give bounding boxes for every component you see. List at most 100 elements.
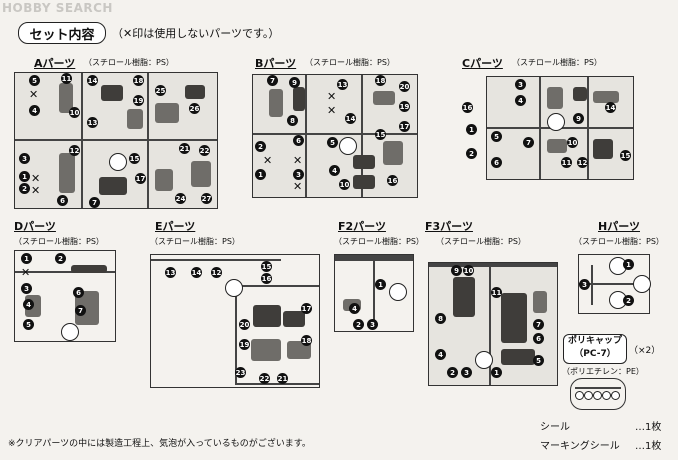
part-number-badge: 24	[175, 193, 186, 204]
part-number-badge: 1	[19, 171, 30, 182]
part-number-badge: 21	[277, 373, 288, 384]
part-number-badge: 11	[491, 287, 502, 298]
polycap-code: （PC-7）	[574, 349, 616, 359]
part-number-badge: 8	[435, 313, 446, 324]
part-c-num-15: 15	[620, 150, 631, 161]
part-number-badge: 10	[69, 107, 80, 118]
part-number-badge: 2	[623, 295, 634, 306]
part-number-badge: 15	[129, 153, 140, 164]
part-piece	[533, 291, 547, 313]
part-number-badge: 6	[533, 333, 544, 344]
runner-bar	[575, 387, 621, 389]
part-b-material: （スチロール樹脂：PS）	[305, 58, 395, 67]
part-piece	[283, 311, 305, 327]
polycap-name: ポリキャップ	[567, 336, 622, 346]
part-number-badge: 3	[579, 279, 590, 290]
part-piece	[383, 141, 403, 165]
part-f2-label: F2パーツ	[338, 220, 386, 233]
runner-e: 13 14 12 15 16 17 20 19 18 23 22 21	[150, 254, 320, 388]
part-piece	[127, 109, 143, 129]
runner-h: 1 3 2	[578, 254, 651, 314]
part-number-badge: 8	[287, 115, 298, 126]
part-number-badge: 13	[87, 117, 98, 128]
page-title: セット内容	[18, 22, 106, 44]
part-number-badge: 6	[293, 135, 304, 146]
unused-x-icon: ✕	[327, 104, 337, 117]
part-number-badge: 17	[399, 121, 410, 132]
part-number-badge: 4	[29, 105, 40, 116]
runner-bar	[15, 271, 115, 273]
part-number-badge: 15	[375, 129, 386, 140]
part-number-badge: 3	[293, 169, 304, 180]
part-number-badge: 18	[301, 335, 312, 346]
part-f3-label: F3パーツ	[425, 220, 473, 233]
part-piece	[293, 87, 305, 111]
runner-gate-circle	[575, 391, 584, 400]
runner-bar	[591, 265, 593, 305]
part-number-badge: 7	[75, 305, 86, 316]
runner-gate-circle	[475, 351, 493, 369]
part-piece	[547, 87, 563, 109]
runner-gate-circle	[633, 275, 651, 293]
part-number-badge: 9	[289, 77, 300, 88]
part-number-badge: 2	[447, 367, 458, 378]
runner-gate-circle	[389, 283, 407, 301]
part-piece	[251, 339, 281, 361]
unused-x-icon: ✕	[293, 154, 303, 167]
polycap-material: （ポリエチレン：PE）	[562, 367, 644, 376]
part-piece	[59, 153, 75, 193]
unused-x-icon: ✕	[293, 180, 303, 193]
part-number-badge: 4	[23, 299, 34, 310]
part-piece	[155, 169, 173, 191]
part-e-label: Eパーツ	[155, 220, 196, 233]
part-e-material: （スチロール樹脂：PS）	[150, 237, 240, 246]
runner-gate-circle	[611, 391, 620, 400]
part-d-label: Dパーツ	[14, 220, 56, 233]
runner-bar	[373, 261, 375, 325]
part-piece	[353, 175, 375, 189]
part-d-material: （スチロール樹脂：PS）	[14, 237, 104, 246]
part-number-badge: 12	[577, 157, 588, 168]
part-number-badge: 13	[337, 79, 348, 90]
part-piece	[501, 293, 527, 343]
unused-x-icon: ✕	[263, 154, 273, 167]
marking-sticker-qty: …1枚	[635, 441, 662, 452]
runner-bar	[361, 75, 363, 197]
part-piece	[155, 103, 179, 123]
part-number-badge: 19	[399, 101, 410, 112]
runner-gate-circle	[225, 279, 243, 297]
part-number-badge: 21	[179, 143, 190, 154]
part-number-badge: 7	[533, 319, 544, 330]
part-piece	[269, 89, 283, 117]
part-number-badge: 9	[573, 113, 584, 124]
part-f2-material: （スチロール樹脂：PS）	[334, 237, 424, 246]
polycap-label: ポリキャップ （PC-7）	[563, 334, 627, 364]
part-piece	[501, 349, 535, 365]
part-piece	[573, 87, 587, 101]
part-number-badge: 11	[561, 157, 572, 168]
part-number-badge: 7	[267, 75, 278, 86]
part-number-badge: 18	[375, 75, 386, 86]
part-number-badge: 25	[155, 85, 166, 96]
part-a-material: （スチロール樹脂：PS）	[84, 58, 174, 67]
part-piece	[71, 265, 107, 273]
runner-f2: 1 4 2 3	[334, 254, 414, 332]
part-c-num-1: 1	[466, 124, 477, 135]
part-number-badge: 1	[21, 253, 32, 264]
part-number-badge: 4	[515, 95, 526, 106]
part-number-badge: 2	[353, 319, 364, 330]
runner-gate-circle	[547, 113, 565, 131]
part-number-badge: 3	[461, 367, 472, 378]
part-number-badge: 5	[29, 75, 40, 86]
marking-sticker-name: マーキングシール	[540, 441, 620, 452]
part-number-badge: 9	[451, 265, 462, 276]
runner-bar	[81, 73, 83, 208]
part-number-badge: 14	[87, 75, 98, 86]
unused-x-icon: ✕	[327, 90, 337, 103]
part-number-badge: 5	[23, 319, 34, 330]
unused-x-icon: ✕	[21, 266, 31, 279]
sticker-qty: …1枚	[635, 422, 662, 433]
part-h-label: Hパーツ	[598, 220, 640, 233]
part-h-material: （スチロール樹脂：PS）	[574, 237, 664, 246]
